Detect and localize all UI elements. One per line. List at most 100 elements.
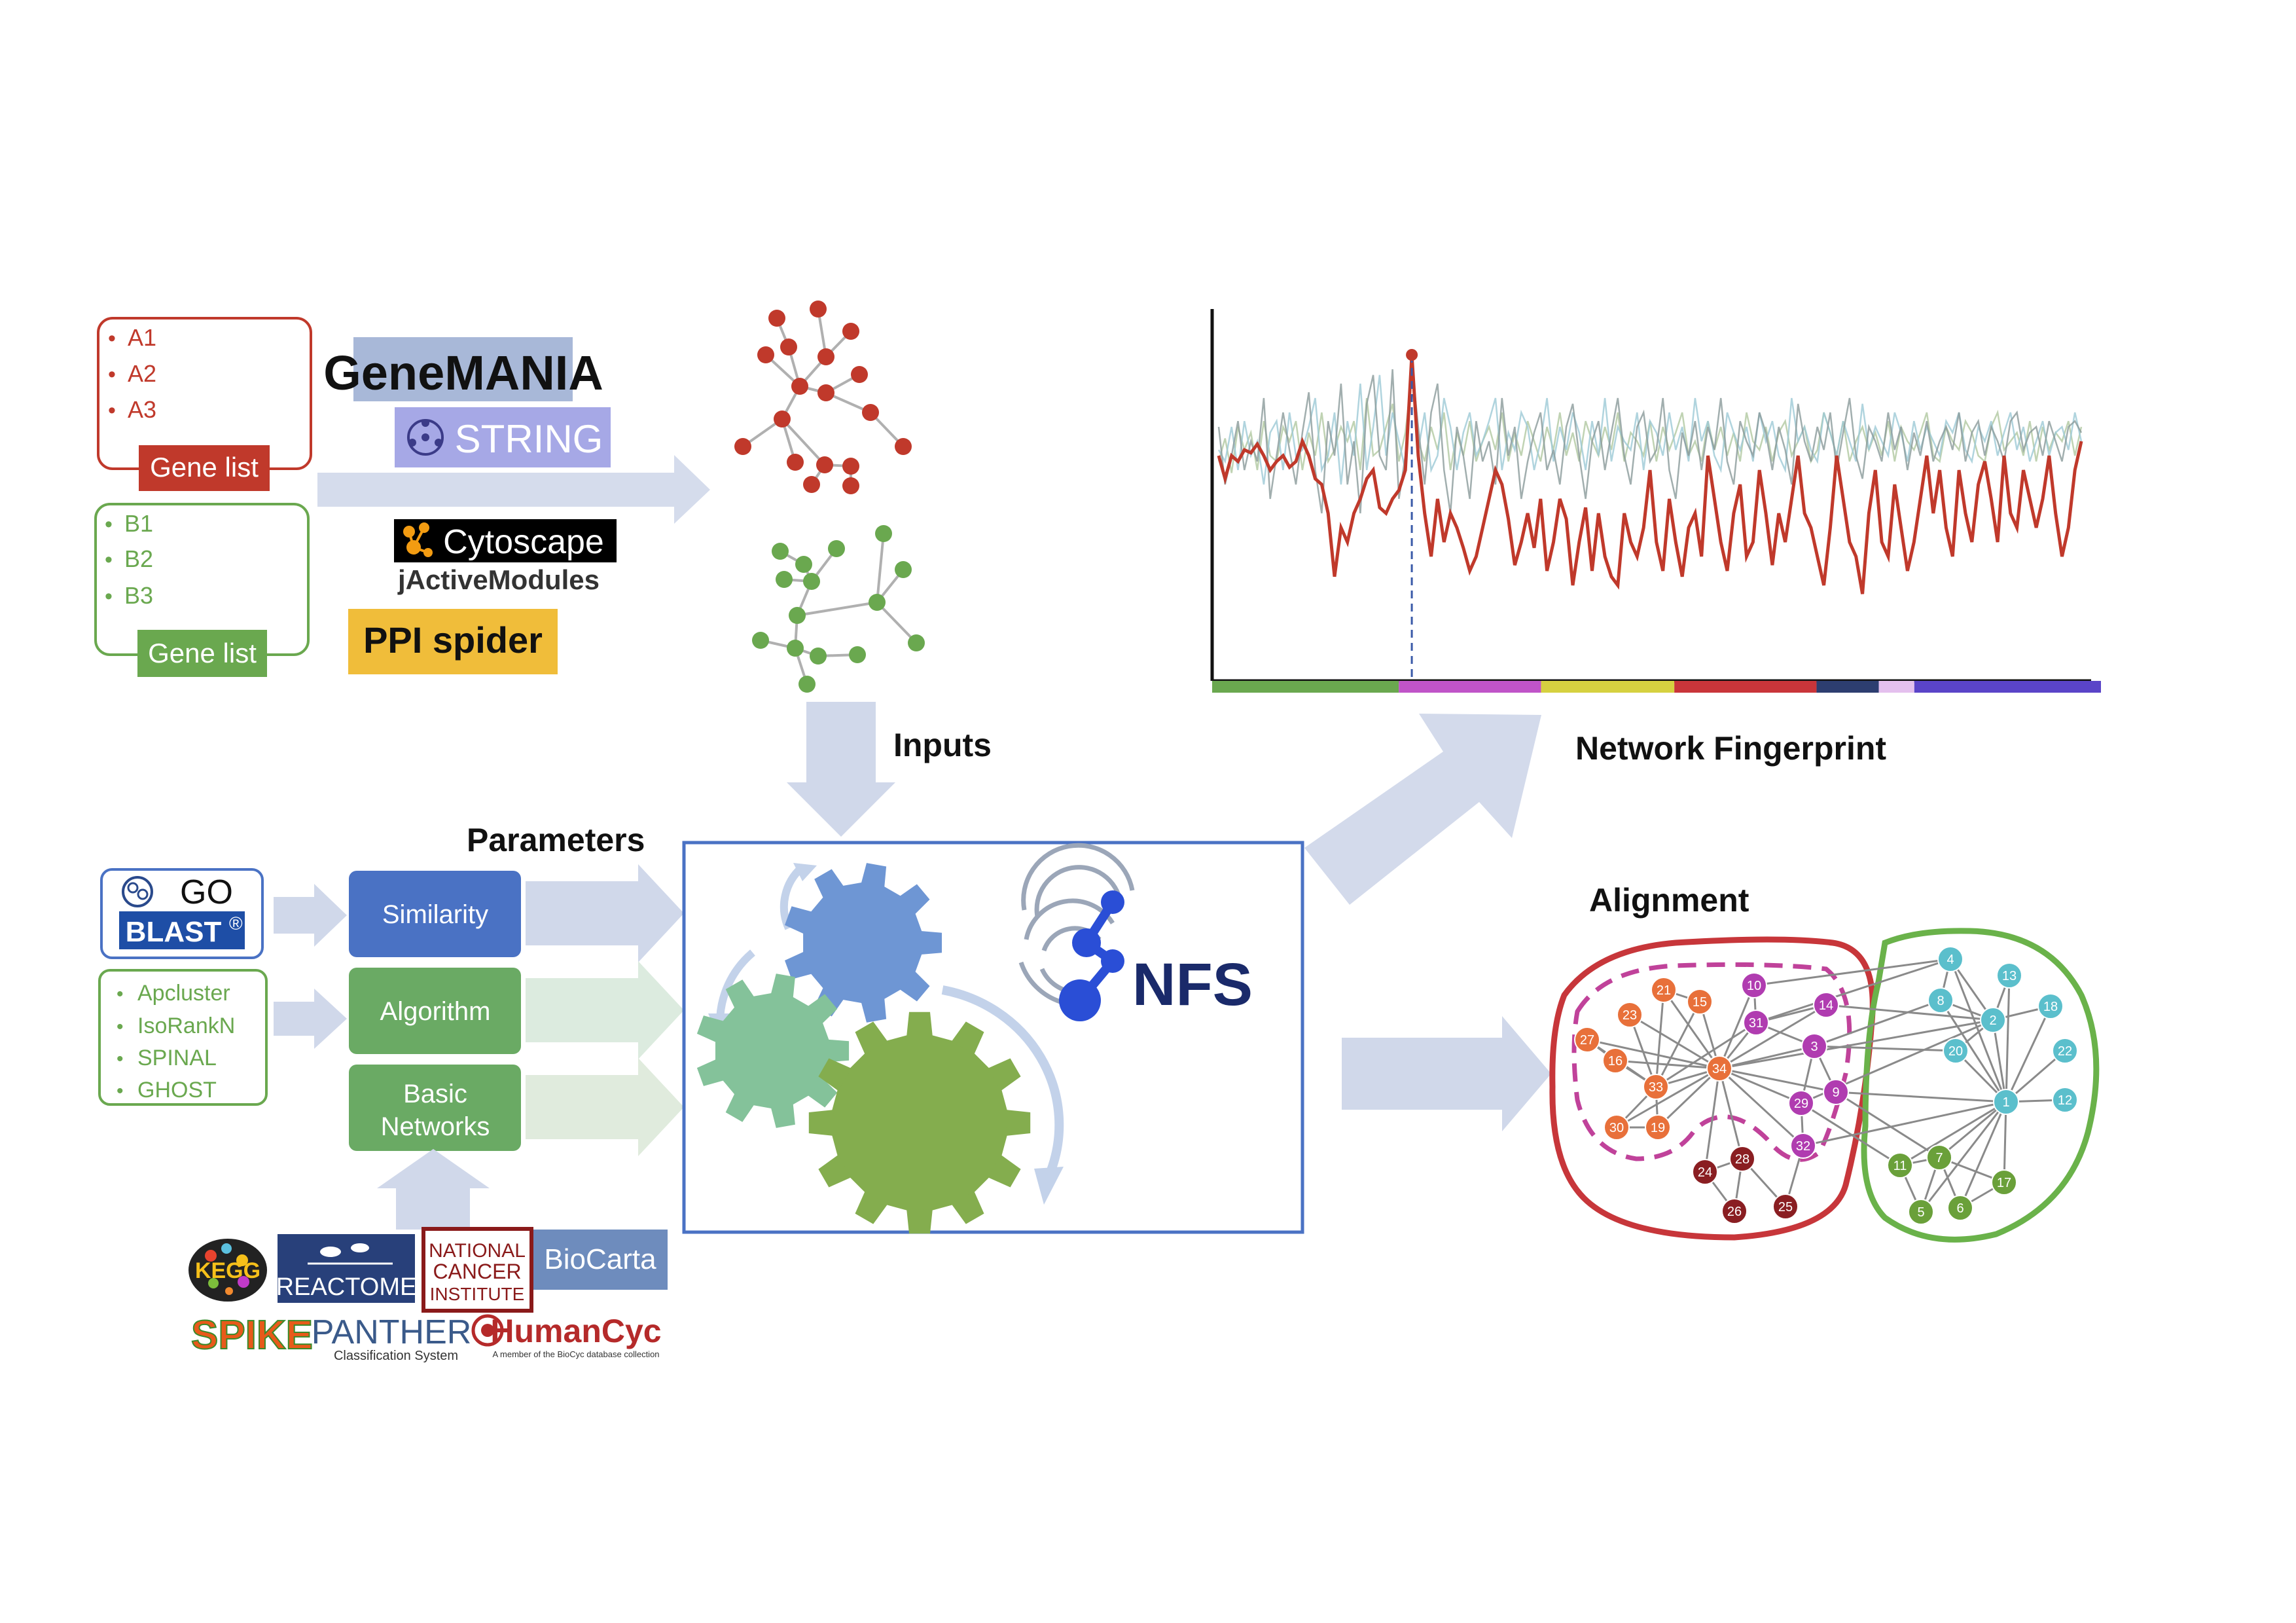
algos-to-algorithm-arrow	[274, 989, 347, 1049]
gene-a1: A1	[128, 324, 156, 351]
alignment-edge-4	[1629, 1013, 1720, 1070]
alignment-node-20: 20	[1943, 1038, 1969, 1064]
nci-text-2: CANCER	[433, 1260, 521, 1283]
alignment-edge-6	[1719, 1004, 1827, 1070]
string-logo: STRING	[395, 407, 611, 467]
alignment-node-2: 2	[1980, 1007, 2006, 1033]
blast-registered-mark: ®	[229, 913, 243, 934]
alignment-node-label-24: 24	[1698, 1165, 1712, 1180]
alignment-node-label-30: 30	[1609, 1121, 1624, 1135]
alignment-node-34: 34	[1706, 1055, 1732, 1082]
alignment-edge-3	[1718, 985, 1755, 1069]
algorithm-list-panel: • Apcluster • IsoRankN • SPINAL • GHOST	[98, 969, 268, 1106]
algo-ghost: GHOST	[137, 1078, 217, 1103]
gene-a3: A3	[128, 396, 156, 423]
cytoscape-logo: Cytoscape	[394, 519, 617, 562]
alignment-edge-50	[2005, 975, 2011, 1103]
alignment-edge-24	[1655, 1001, 1701, 1087]
panther-subtitle: Classification System	[334, 1349, 458, 1363]
alignment-edge-59	[2003, 1101, 2007, 1183]
alignment-edge-46	[1719, 1019, 1994, 1070]
inputs-down-arrow	[787, 702, 895, 837]
ppi-spider-text: PPI spider	[363, 619, 543, 661]
red-cluster-outline	[1549, 936, 1876, 1241]
gene-list-a-label: Gene list	[150, 452, 259, 483]
basic-networks-label-2: Networks	[381, 1112, 490, 1141]
alignment-node-label-33: 33	[1649, 1080, 1663, 1095]
nfs-molecule-icon	[1059, 890, 1124, 1021]
chart-series-group	[1217, 349, 2083, 681]
chart-color-segment-3	[1541, 681, 1675, 693]
alignment-edge-15	[1718, 1068, 1744, 1159]
jactivemodules-text: jActiveModules	[397, 564, 600, 595]
alignment-node-label-23: 23	[1623, 1008, 1637, 1023]
gene-list-a-tag	[139, 445, 270, 491]
alignment-node-label-25: 25	[1778, 1200, 1793, 1214]
alignment-node-15: 15	[1687, 989, 1713, 1015]
gene-list-a-panel: • A1 • A2 • A3 Gene list	[97, 317, 312, 491]
basic-networks-box: Basic Networks	[349, 1065, 521, 1151]
reactome-logo: REACTOME	[276, 1234, 416, 1303]
panther-logo: PANTHER Classification System	[312, 1313, 472, 1363]
humancyc-logo: HumanCyc A member of the BioCyc database…	[471, 1313, 662, 1359]
alignment-edge-12	[1719, 1067, 1837, 1093]
alignment-edge-42	[1755, 958, 1951, 1024]
alignment-edge-44	[1835, 1091, 2007, 1103]
gene-b1: B1	[124, 510, 153, 537]
gene-list-b-panel: • B1 • B2 • B3 Gene list	[94, 503, 310, 677]
alignment-edge-11	[1719, 1067, 1802, 1104]
gene-a2-bullet: •	[108, 362, 116, 387]
nci-logo: NATIONAL CANCER INSTITUTE	[422, 1227, 533, 1313]
kegg-logo: KEGG	[188, 1239, 267, 1302]
gene-a1-bullet: •	[108, 326, 116, 351]
alignment-node-label-27: 27	[1580, 1033, 1594, 1048]
fingerprint-chart	[1210, 309, 2101, 693]
alignment-node-24: 24	[1692, 1159, 1718, 1185]
algo-bullet-3: •	[117, 1048, 124, 1070]
blast-text: BLAST	[126, 916, 222, 948]
alignment-node-14: 14	[1813, 992, 1839, 1018]
gene-a3-bullet: •	[108, 398, 116, 423]
databases-up-arrow	[377, 1149, 490, 1230]
alignment-node-label-20: 20	[1948, 1044, 1963, 1059]
alignment-edge-17	[1718, 1067, 1804, 1147]
alignment-node-label-11: 11	[1893, 1159, 1907, 1173]
string-text: STRING	[455, 417, 603, 461]
alignment-node-5: 5	[1908, 1199, 1934, 1225]
biocarta-logo: BioCarta	[533, 1230, 668, 1290]
alignment-node-label-13: 13	[2002, 969, 2017, 983]
alignment-node-32: 32	[1790, 1133, 1816, 1159]
genemania-logo: GeneMANIA	[323, 337, 603, 401]
algo-spinal: SPINAL	[137, 1046, 217, 1070]
go-to-similarity-arrow	[274, 884, 347, 947]
gene-b2-bullet: •	[105, 547, 113, 572]
chart-color-segment-4	[1674, 681, 1817, 693]
alignment-node-8: 8	[1928, 987, 1954, 1013]
alignment-edge-45	[1803, 1101, 2007, 1147]
algorithm-to-nfs-arrow	[526, 961, 684, 1059]
alignment-node-4: 4	[1937, 946, 1964, 972]
alignment-label: Alignment	[1589, 882, 1749, 919]
alignment-edge-18	[1655, 989, 1665, 1087]
alignment-node-label-1: 1	[2002, 1095, 2009, 1110]
cycle-arrow-right	[941, 985, 1064, 1174]
algo-apcluster: Apcluster	[137, 981, 230, 1006]
alignment-node-28: 28	[1729, 1146, 1755, 1172]
alignment-edge-51	[1939, 1000, 2007, 1103]
go-blast-panel: GO BLAST ®	[100, 868, 264, 959]
alignment-edge-74	[1801, 1102, 1901, 1167]
chart-color-segment-1	[1212, 681, 1399, 693]
alignment-node-label-26: 26	[1727, 1205, 1742, 1219]
alignment-node-26: 26	[1721, 1198, 1748, 1224]
alignment-node-label-34: 34	[1712, 1062, 1727, 1076]
gene-list-b-label: Gene list	[148, 638, 257, 668]
alignment-edge-48	[1814, 1045, 1956, 1052]
alignment-node-18: 18	[2037, 993, 2064, 1019]
green-cluster-outline	[1861, 928, 2100, 1243]
alignment-node-3: 3	[1801, 1033, 1827, 1059]
alignment-edge-25	[1655, 1021, 1757, 1088]
alignment-node-label-3: 3	[1810, 1040, 1818, 1054]
cycle-arrow-top	[780, 864, 805, 930]
alignment-edge-75	[1835, 1091, 1940, 1159]
